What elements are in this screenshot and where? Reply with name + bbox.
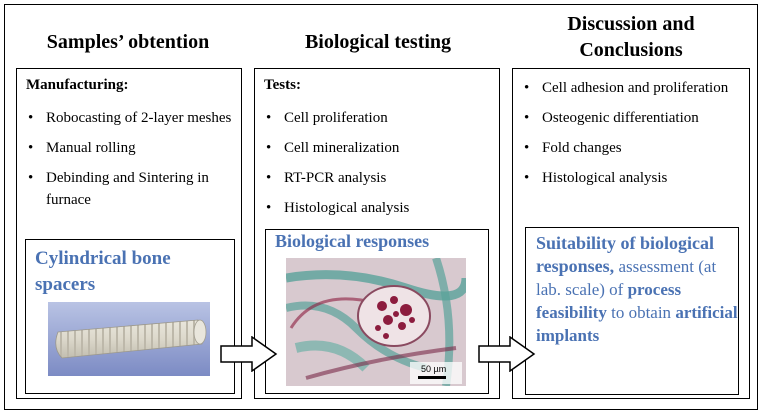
- list-item: Fold changes: [522, 137, 744, 159]
- list-item: Cell mineralization: [264, 137, 494, 159]
- list-item: Histological analysis: [264, 197, 494, 219]
- conclusion-part-obtain: to obtain: [606, 303, 676, 322]
- conclusion-text: Suitability of biological responses, ass…: [536, 232, 742, 347]
- conclusion-part-implants: artificial implants: [536, 303, 738, 345]
- column-title-discussion: Discussion and Conclusions: [567, 13, 695, 61]
- panel-title-manufacturing: Manufacturing:: [26, 77, 129, 93]
- list-item: Cell adhesion and proliferation: [522, 77, 744, 99]
- arrow-right-icon: [220, 336, 278, 372]
- list-item: Cell proliferation: [264, 107, 494, 129]
- list-item: Robocasting of 2-layer meshes: [26, 107, 234, 129]
- scale-bar-label: 50 µm: [421, 364, 446, 374]
- panel-discussion-conclusions: Cell adhesion and proliferation Osteogen…: [512, 68, 750, 399]
- arrow-right-icon: [478, 336, 536, 372]
- inner-title-biological-responses: Biological responses: [275, 231, 430, 251]
- cylindrical-spacer-photo: [48, 302, 210, 376]
- column-title-biological-testing: Biological testing: [304, 31, 452, 53]
- list-item: Osteogenic differentiation: [522, 107, 744, 129]
- inner-title-bone-spacers: Cylindrical bone spacers: [35, 248, 171, 295]
- diagram-frame: [4, 4, 758, 410]
- panel-biological-testing: Tests: Cell proliferation Cell mineraliz…: [254, 68, 500, 399]
- tests-list: Cell proliferation Cell mineralization R…: [264, 107, 494, 227]
- discussion-list: Cell adhesion and proliferation Osteogen…: [522, 77, 744, 197]
- inner-box-conclusion: Suitability of biological responses, ass…: [525, 227, 739, 395]
- conclusion-part-suitability: Suitability of biological responses,: [536, 233, 715, 276]
- manufacturing-list: Robocasting of 2-layer meshes Manual rol…: [26, 107, 234, 219]
- list-item: Debinding and Sintering in furnace: [26, 167, 234, 211]
- column-title-samples: Samples’ obtention: [46, 31, 210, 53]
- conclusion-part-assessment: assessment (at lab. scale) of: [536, 257, 717, 299]
- inner-box-biological-responses: Biological responses 50 µm: [265, 229, 489, 394]
- panel-samples-obtention: Manufacturing: Robocasting of 2-layer me…: [16, 68, 242, 399]
- conclusion-part-feasibility: process feasibility: [536, 280, 682, 322]
- panel-title-tests: Tests:: [264, 77, 301, 93]
- list-item: Manual rolling: [26, 137, 234, 159]
- list-item: Histological analysis: [522, 167, 744, 189]
- histology-micrograph: 50 µm: [286, 258, 466, 386]
- inner-box-bone-spacers: Cylindrical bone spacers: [25, 239, 235, 394]
- list-item: RT-PCR analysis: [264, 167, 494, 189]
